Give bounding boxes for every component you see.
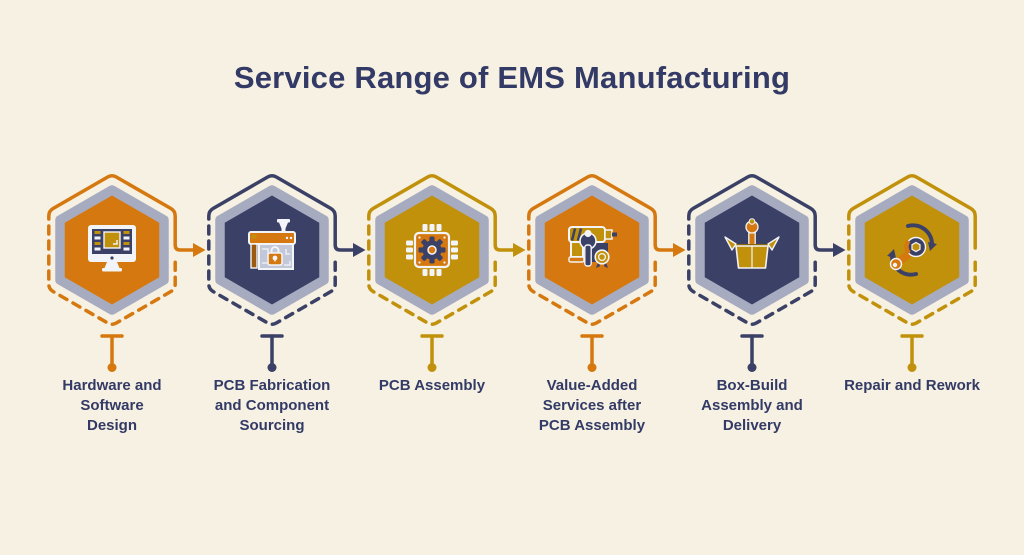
connector-pin — [260, 334, 284, 372]
step-repair-and-rework: Repair and Rework — [832, 170, 992, 436]
box-wrench-icon — [724, 218, 780, 269]
connector-pin — [740, 334, 764, 372]
hexagon — [47, 174, 206, 326]
monitor-chip-icon — [88, 225, 136, 272]
hex-outline-solid — [207, 174, 356, 252]
hexagon — [847, 174, 977, 326]
hex-outline-solid — [367, 174, 516, 252]
hexagon — [207, 174, 366, 326]
connector-pin — [580, 334, 604, 372]
step-label: Hardware and Software Design — [62, 377, 162, 434]
arrow-right-icon — [193, 243, 206, 257]
hex-outline-solid — [687, 174, 836, 252]
hex-outline-solid — [47, 174, 196, 252]
step-label: Box-Build Assembly and Delivery — [701, 377, 803, 434]
hex-outline-dashed — [847, 224, 977, 326]
step-box-build-assembly: Box-Build Assembly and Delivery — [672, 170, 846, 436]
hexagon — [687, 174, 846, 326]
pcb-machine-icon — [248, 219, 296, 270]
hex-outline-solid — [847, 174, 977, 250]
connector-pin — [420, 334, 444, 372]
step-pcb-fabrication-sourcing: PCB Fabrication and Component Sourcing — [192, 170, 366, 436]
hex-outline-dashed — [367, 224, 497, 326]
connector-pin — [100, 334, 124, 372]
hexagon — [527, 174, 686, 326]
infographic-title: Service Range of EMS Manufacturing — [233, 60, 791, 95]
step-pcb-assembly: PCB Assembly — [352, 170, 526, 436]
step-hardware-software-design: Hardware and Software Design — [32, 170, 206, 436]
hex-outline-solid — [527, 174, 676, 252]
hex-outline-dashed — [47, 224, 177, 326]
arrow-right-icon — [833, 243, 846, 257]
arrow-right-icon — [673, 243, 686, 257]
repair-wrench-icon — [887, 223, 937, 277]
hex-outline-dashed — [527, 224, 657, 326]
chip-gear-icon — [406, 224, 458, 276]
step-label: PCB Assembly — [378, 377, 486, 394]
arrow-right-icon — [353, 243, 366, 257]
connector-pin — [900, 334, 924, 372]
step-value-added-services: Value-Added Services after PCB Assembly — [512, 170, 686, 436]
hexagon — [367, 174, 526, 326]
hex-outline-dashed — [687, 224, 817, 326]
step-label: PCB Fabrication and Component Sourcing — [213, 377, 331, 434]
step-label: Repair and Rework — [844, 377, 980, 394]
drill-wrench-badge-icon — [568, 226, 617, 268]
steps-band: Hardware and Software Design — [32, 170, 992, 436]
step-label: Value-Added Services after PCB Assembly — [538, 377, 646, 434]
arrow-right-icon — [513, 243, 526, 257]
hex-outline-dashed — [207, 224, 337, 326]
